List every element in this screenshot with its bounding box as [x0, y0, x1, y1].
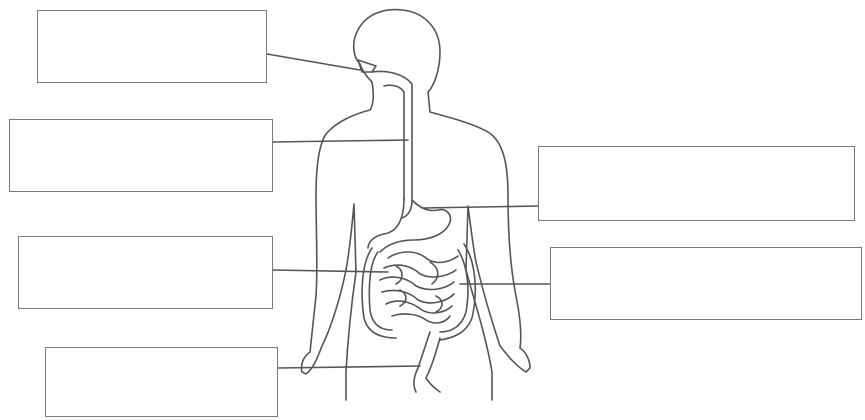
leader-line-stomach — [422, 206, 538, 208]
body-outline — [301, 10, 530, 400]
leader-line-mouth — [267, 54, 360, 70]
label-box-mouth[interactable] — [37, 10, 267, 83]
label-box-small-intestine[interactable] — [18, 236, 273, 309]
large-intestine-outline — [362, 244, 475, 340]
label-box-rectum[interactable] — [45, 347, 278, 417]
esophagus-outline — [372, 72, 412, 219]
label-box-esophagus[interactable] — [9, 119, 273, 192]
small-intestine-outline — [380, 252, 458, 323]
stomach-outline — [368, 198, 450, 252]
leader-line-esophagus — [273, 140, 408, 142]
leader-line-rectum — [278, 366, 420, 368]
label-box-large-intestine[interactable] — [550, 247, 862, 320]
label-box-stomach[interactable] — [538, 146, 855, 221]
rectum-outline — [414, 332, 440, 392]
